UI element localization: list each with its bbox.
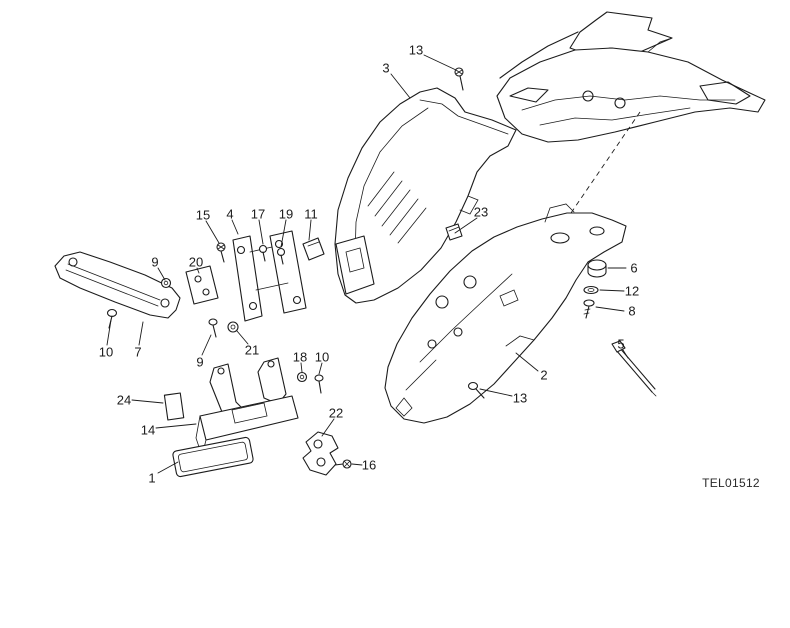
screw-9-lower-drawing (208, 318, 218, 338)
screw-15-drawing (216, 242, 226, 263)
washer-9-left-drawing (160, 277, 172, 289)
lower-mudguard-drawing (384, 203, 627, 424)
screw-8-drawing (583, 299, 595, 319)
callout-18-washer: 18 (292, 349, 308, 365)
callout-6-grommet: 6 (630, 260, 638, 276)
callout-1-reflector: 1 (148, 470, 156, 486)
callout-15-screw: 15 (195, 207, 211, 223)
tail-subframe-drawing (496, 11, 766, 143)
callout-16-screw: 16 (361, 457, 377, 473)
diagram-code: TEL01512 (702, 476, 760, 490)
screw-13-top-drawing (454, 67, 464, 91)
callout-10-screw-lower: 10 (314, 349, 330, 365)
reflector-drawing (172, 436, 254, 478)
washer-18-drawing (296, 371, 308, 383)
callout-8-screw: 8 (628, 303, 636, 319)
pad-drawing (302, 237, 325, 261)
callout-13-screw-top: 13 (408, 42, 424, 58)
screw-17-drawing (258, 244, 268, 262)
plate-bracket-drawing (232, 230, 307, 322)
screw-10-left-drawing (106, 308, 118, 329)
callout-9-screw-lower: 9 (196, 354, 204, 370)
clip-drawing (445, 223, 463, 241)
callout-13-screw-lower: 13 (512, 390, 528, 406)
callout-3-fender: 3 (382, 60, 390, 76)
callout-19-screw: 19 (278, 206, 294, 222)
washer-12-drawing (583, 285, 599, 295)
callout-24-sticker: 24 (116, 392, 132, 408)
callout-14-plate-holder: 14 (140, 422, 156, 438)
cable-tie-drawing (611, 340, 657, 397)
callout-4-bracket: 4 (226, 206, 234, 222)
screw-13-bottom-drawing (467, 381, 485, 399)
callout-10-screw-left: 10 (98, 344, 114, 360)
callout-23-clip: 23 (473, 204, 489, 220)
screw-19-drawing (276, 247, 286, 265)
callout-22-bracket: 22 (328, 405, 344, 421)
sticker-drawing (163, 392, 185, 421)
leader-lines (106, 54, 629, 474)
callout-11-pad: 11 (304, 206, 318, 222)
washer-21-drawing (227, 321, 239, 333)
support-bracket-drawing (302, 431, 339, 476)
screw-10-lower-drawing (314, 374, 324, 394)
callout-12-washer: 12 (624, 283, 640, 299)
callout-20-plate: 20 (188, 254, 204, 270)
grommet-drawing (587, 259, 607, 278)
screw-16-drawing (334, 459, 352, 469)
callout-9-washer-left: 9 (151, 254, 159, 270)
callout-2-mudguard: 2 (540, 367, 548, 383)
callout-17-screw: 17 (250, 206, 266, 222)
callout-5-cable-tie: 5 (617, 336, 625, 352)
plate-holder-arm-drawing (54, 251, 181, 319)
callout-21-washer: 21 (244, 342, 260, 358)
spacer-plate-drawing (185, 265, 219, 305)
alignment-dashed-line (557, 111, 641, 233)
license-plate-holder-drawing (195, 357, 299, 458)
upper-fender-drawing (334, 87, 517, 304)
callout-7-arm: 7 (134, 344, 142, 360)
